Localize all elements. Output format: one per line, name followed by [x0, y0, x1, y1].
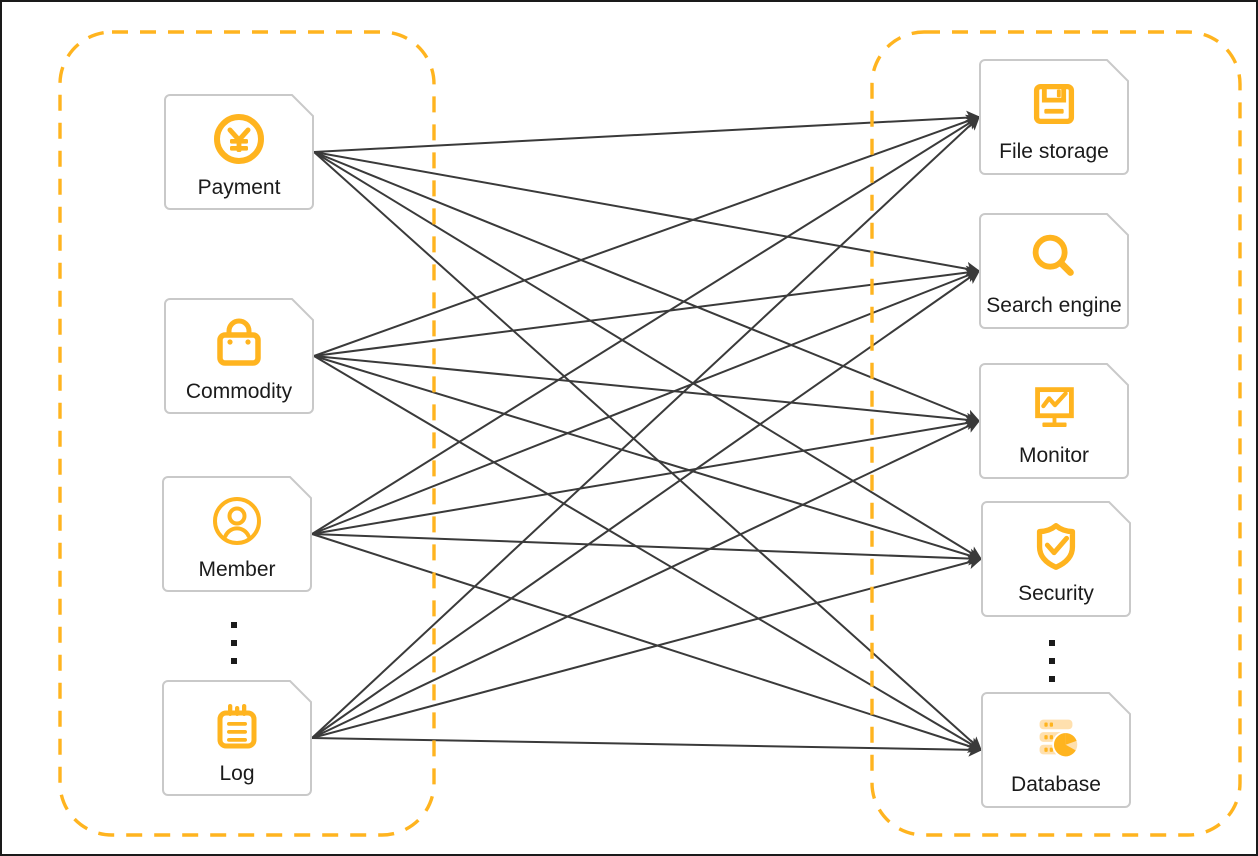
edge-member-to-security	[311, 533, 983, 566]
node-label: Payment	[197, 176, 281, 200]
node-payment[interactable]: Payment	[164, 94, 314, 210]
node-label: File storage	[999, 140, 1109, 164]
node-label: Search engine	[986, 294, 1122, 318]
magnifier-icon	[1025, 229, 1083, 292]
edge-commodity-to-database	[313, 355, 983, 751]
node-card-shape	[164, 298, 314, 414]
edge-payment-to-security	[313, 151, 983, 560]
node-label: Database	[1011, 773, 1101, 797]
shield-check-icon	[1027, 517, 1085, 580]
database-pie-icon	[1027, 708, 1085, 771]
edge-log-to-database	[311, 737, 983, 757]
node-card-shape	[979, 213, 1129, 329]
yen-coin-icon	[209, 109, 269, 174]
node-card-shape	[981, 501, 1131, 617]
shopping-bag-icon	[209, 313, 269, 378]
node-label: Member	[198, 558, 276, 582]
node-member[interactable]: Member	[162, 476, 312, 592]
edge-payment-to-file-storage	[313, 110, 981, 153]
edge-log-to-monitor	[311, 420, 981, 739]
node-label: Commodity	[185, 380, 293, 404]
edge-member-to-search-engine	[311, 269, 981, 535]
node-card-shape	[162, 476, 312, 592]
node-file-storage[interactable]: File storage	[979, 59, 1129, 175]
node-log[interactable]: Log	[162, 680, 312, 796]
notepad-icon	[207, 695, 267, 760]
edge-log-to-search-engine	[311, 270, 981, 739]
edge-member-to-file-storage	[311, 116, 981, 535]
edge-commodity-to-file-storage	[313, 114, 981, 357]
node-label: Monitor	[1018, 444, 1090, 468]
node-security[interactable]: Security	[981, 501, 1131, 617]
edge-log-to-file-storage	[311, 116, 981, 739]
floppy-disk-icon	[1025, 75, 1083, 138]
edge-commodity-to-monitor	[313, 355, 981, 427]
edge-payment-to-database	[313, 151, 983, 751]
edge-commodity-to-security	[313, 355, 983, 563]
node-card-shape	[979, 59, 1129, 175]
node-commodity[interactable]: Commodity	[164, 298, 314, 414]
edge-log-to-security	[311, 555, 983, 739]
user-circle-icon	[207, 491, 267, 556]
node-label: Log	[219, 762, 255, 786]
right-ellipsis-icon	[1049, 640, 1055, 682]
edge-commodity-to-search-engine	[313, 265, 981, 357]
node-card-shape	[162, 680, 312, 796]
node-database[interactable]: Database	[981, 692, 1131, 808]
node-monitor[interactable]: Monitor	[979, 363, 1129, 479]
left-ellipsis-icon	[231, 622, 237, 664]
monitor-chart-icon	[1025, 379, 1083, 442]
edge-payment-to-monitor	[313, 151, 981, 423]
edge-member-to-database	[311, 533, 983, 753]
edge-member-to-monitor	[311, 416, 981, 535]
node-search-engine[interactable]: Search engine	[979, 213, 1129, 329]
node-label: Security	[1018, 582, 1094, 606]
edge-payment-to-search-engine	[313, 151, 981, 276]
